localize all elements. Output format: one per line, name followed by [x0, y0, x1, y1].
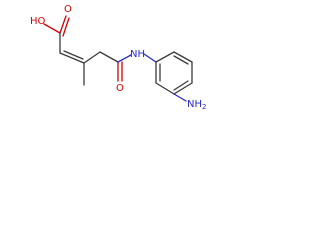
atom-amine-subscript: 2 [202, 103, 206, 111]
ring-double-2 [173, 80, 189, 91]
structural-formula: HO O O NH NH2 [30, 4, 206, 111]
ring-bond-1 [155, 51, 175, 63]
bond-c-n-amide [117, 54, 132, 63]
atom-amide-nh: NH [130, 49, 145, 60]
bond-c4-c5 [99, 51, 119, 63]
atom-amide-oxygen: O [116, 83, 124, 94]
atom-acid-carbonyl-oxygen: O [64, 4, 72, 15]
ring-double-1 [173, 55, 189, 65]
bond-c-o-double-b [62, 17, 70, 37]
atom-amine-nh2: NH2 [187, 99, 206, 111]
ring-bond-5 [155, 82, 175, 95]
bond-c2-c3 [59, 52, 85, 64]
bond-c3-c4 [83, 51, 101, 64]
atom-amine-nh-text: NH [187, 99, 202, 110]
bond-ring-nh2 [173, 93, 187, 102]
bond-c-oh [43, 23, 61, 34]
ring-bond-2 [173, 51, 193, 63]
atom-acid-hydroxyl: HO [30, 16, 46, 27]
bond-n-aryl [143, 53, 157, 63]
bond-c2-c3-double [63, 50, 84, 60]
ring-bond-4 [173, 82, 193, 95]
bond-c-o-double-a [59, 15, 67, 34]
